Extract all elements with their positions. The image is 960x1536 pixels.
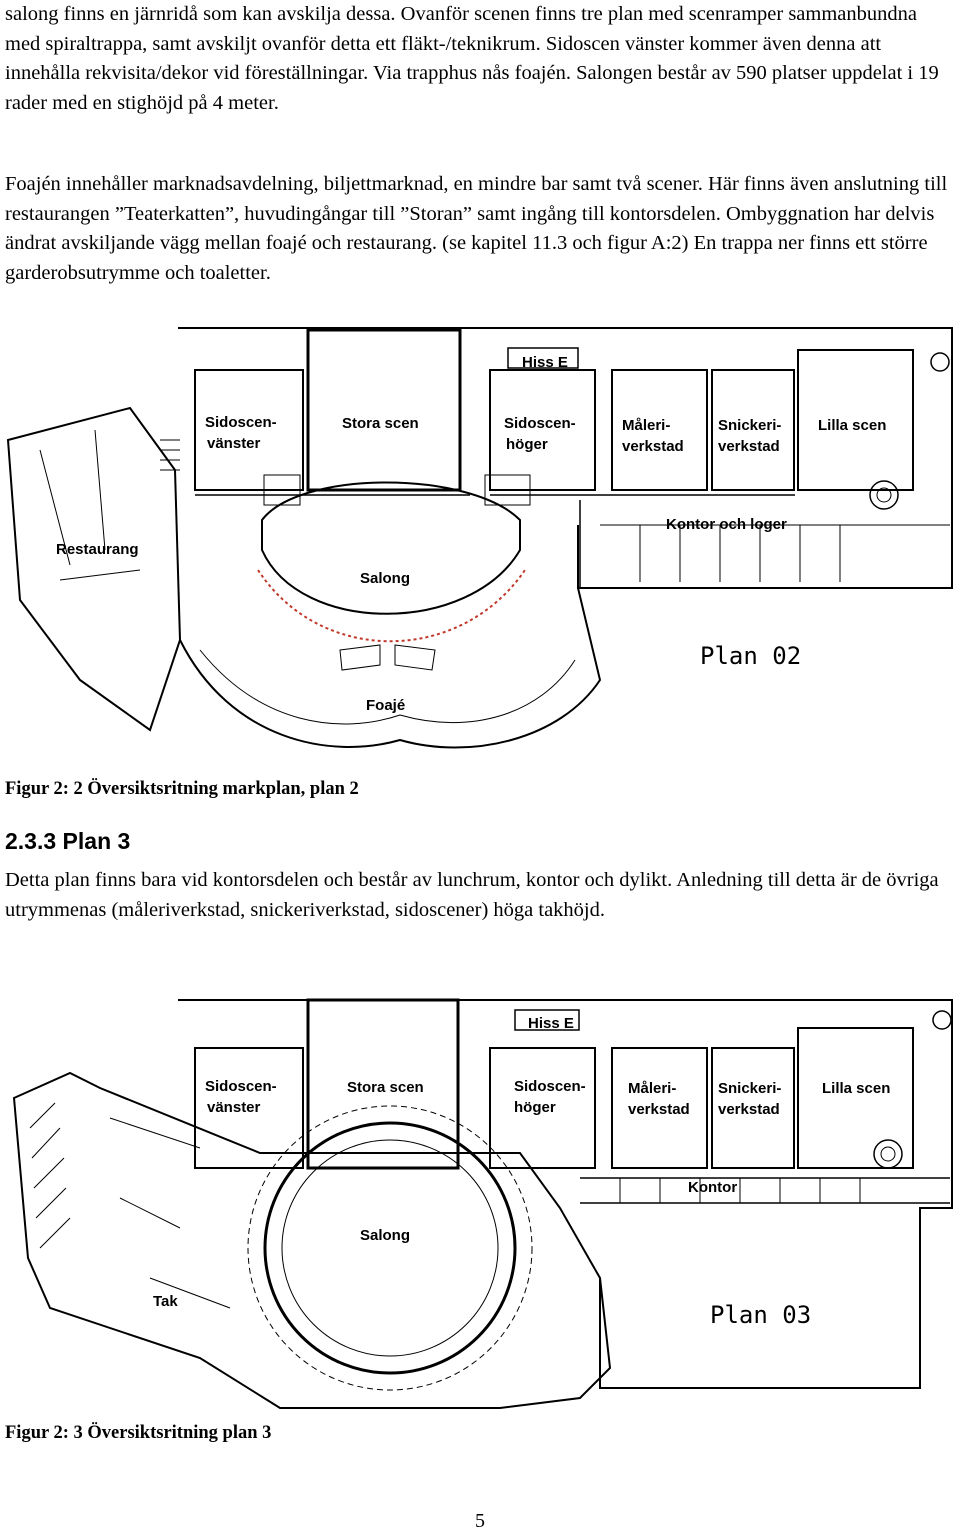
plan3-lilla-scen-label: Lilla scen bbox=[822, 1080, 890, 1097]
plan3-stora-scen-label: Stora scen bbox=[347, 1079, 424, 1096]
intro-paragraph: salong finns en järnridå som kan avskilj… bbox=[5, 3, 939, 114]
plan2-sidoscen-hoger-label-2: höger bbox=[506, 436, 548, 453]
foyer-paragraph: Foajén innehåller marknadsavdelning, bil… bbox=[5, 173, 948, 284]
page-number: 5 bbox=[475, 1510, 485, 1532]
plan2-restaurang-label: Restaurang bbox=[56, 541, 139, 558]
plan3-hiss-label: Hiss E bbox=[528, 1015, 574, 1032]
plan3-snickeri-label-1: Snickeri- bbox=[718, 1080, 781, 1097]
plan2-sidoscen-vanster-label-1: Sidoscen- bbox=[205, 414, 277, 431]
figure-caption-plan2: Figur 2: 2 Översiktsritning markplan, pl… bbox=[5, 779, 359, 799]
plan3-sidoscen-hoger-label-1: Sidoscen- bbox=[514, 1078, 586, 1095]
plan2-maleri-label-2: verkstad bbox=[622, 438, 684, 455]
plan3-sidoscen-vanster-label-1: Sidoscen- bbox=[205, 1078, 277, 1095]
plan2-snickeri-label-2: verkstad bbox=[718, 438, 780, 455]
plan2-sidoscen-vanster-label-2: vänster bbox=[207, 435, 261, 452]
plan2-stora-scen-label: Stora scen bbox=[342, 415, 419, 432]
plan3-sidoscen-hoger-label-2: höger bbox=[514, 1099, 556, 1116]
plan3-tak-label: Tak bbox=[153, 1293, 178, 1310]
plan2-title: Plan 02 bbox=[700, 642, 801, 670]
plan2-lilla-scen-label: Lilla scen bbox=[818, 417, 886, 434]
plan3-kontor-label: Kontor bbox=[688, 1179, 737, 1196]
plan3-paragraph: Detta plan finns bara vid kontorsdelen o… bbox=[5, 869, 939, 921]
plan3-snickeri-label-2: verkstad bbox=[718, 1101, 780, 1118]
floor-plan-02: Hiss E Sidoscen- vänster Stora scen Sido… bbox=[6, 327, 953, 749]
plan2-foaje-label: Foajé bbox=[366, 697, 405, 714]
plan3-salong-label: Salong bbox=[360, 1227, 410, 1244]
plan2-hiss-label: Hiss E bbox=[522, 354, 568, 371]
plan2-kontor-loger-label: Kontor och loger bbox=[666, 516, 787, 533]
floor-plan-03: Hiss E Sidoscen- vänster Stora scen Sido… bbox=[12, 998, 953, 1409]
plan3-maleri-label-1: Måleri- bbox=[628, 1080, 676, 1097]
plan3-maleri-label-2: verkstad bbox=[628, 1101, 690, 1118]
plan2-snickeri-label-1: Snickeri- bbox=[718, 417, 781, 434]
plan2-sidoscen-hoger-label-1: Sidoscen- bbox=[504, 415, 576, 432]
plan3-title: Plan 03 bbox=[710, 1301, 811, 1329]
section-heading: 2.3.3 Plan 3 bbox=[5, 828, 131, 854]
plan2-maleri-label-1: Måleri- bbox=[622, 417, 670, 434]
plan3-sidoscen-vanster-label-2: vänster bbox=[207, 1099, 261, 1116]
plan2-salong-label: Salong bbox=[360, 570, 410, 587]
figure-caption-plan3: Figur 2: 3 Översiktsritning plan 3 bbox=[5, 1423, 272, 1443]
